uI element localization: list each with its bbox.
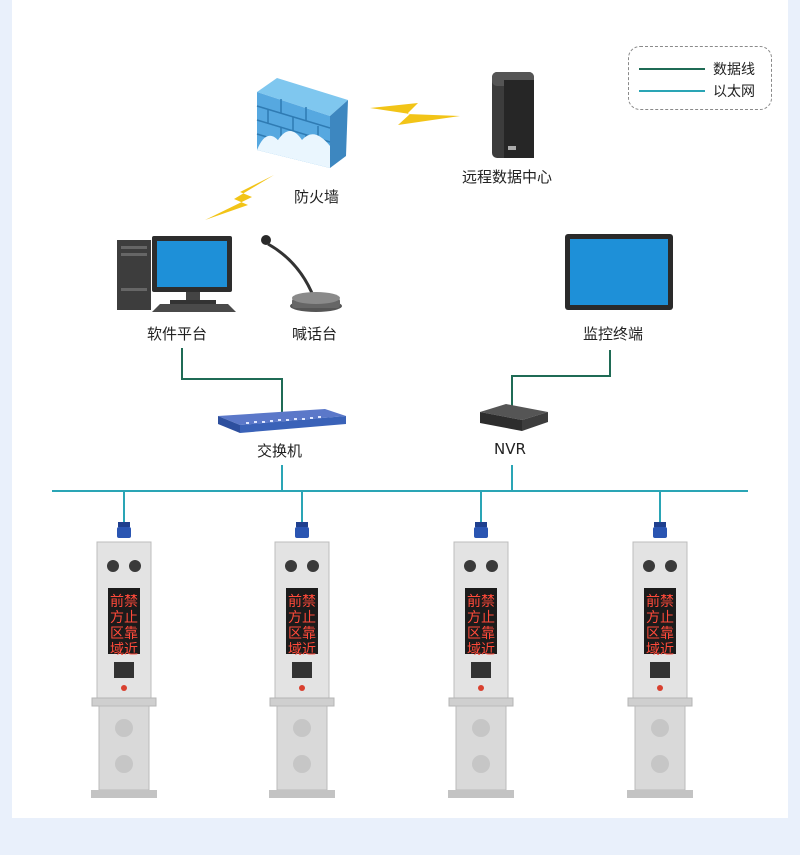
microphone-icon: [261, 235, 342, 312]
terminal-3-sign-line-3: 区靠: [467, 626, 495, 642]
ethernet-lines: [52, 465, 748, 524]
terminal-device-3: [448, 522, 514, 798]
computer-icon: [117, 236, 236, 312]
terminal-1-sign-line-3: 区靠: [110, 626, 138, 642]
terminal-devices: [91, 522, 693, 798]
switch-icon: [218, 409, 346, 433]
terminal-2-sign-line-4: 域近: [288, 642, 316, 658]
wireless-link-firewall-remote: [370, 103, 460, 125]
terminal-2-sign-line-2: 方止: [288, 610, 316, 626]
nvr-icon: [480, 404, 548, 431]
terminal-4-sign-line-4: 域近: [646, 642, 674, 658]
remote-center-label: 远程数据中心: [462, 168, 553, 186]
software-platform-label: 软件平台: [147, 325, 208, 343]
firewall-icon: [256, 78, 348, 168]
terminal-3-sign-line-2: 方止: [467, 610, 495, 626]
terminal-4-sign-line-2: 方止: [646, 610, 674, 626]
data-lines: [181, 348, 611, 420]
legend-label-data-line: 数据线: [713, 62, 755, 78]
terminal-1-sign-line-4: 域近: [110, 642, 138, 658]
switch-label: 交换机: [257, 442, 303, 460]
firewall-label: 防火墙: [294, 188, 340, 206]
terminal-3-sign-line-1: 前禁: [467, 593, 495, 610]
talkback-station-label: 喊话台: [292, 325, 338, 343]
server-icon: [492, 72, 534, 158]
wireless-link-platform-firewall: [205, 175, 274, 220]
monitor-icon: [565, 234, 673, 310]
nvr-label: NVR: [494, 440, 526, 458]
terminal-2-sign-line-1: 前禁: [288, 593, 316, 610]
terminal-sign-texts: 前禁 方止 区靠 域近 前禁 方止 区靠 域近 前禁 方止 区靠 域近 前禁 方…: [110, 593, 674, 658]
terminal-4-sign-line-3: 区靠: [646, 626, 674, 642]
monitor-terminal-label: 监控终端: [583, 325, 644, 343]
terminal-1-sign-line-1: 前禁: [110, 593, 138, 610]
terminal-device-2: [269, 522, 335, 798]
legend-swatch-data-line: [639, 68, 705, 70]
legend: 数据线 以太网: [628, 46, 772, 110]
terminal-4-sign-line-1: 前禁: [646, 593, 674, 610]
terminal-device-1: [91, 522, 157, 798]
terminal-1-sign-line-2: 方止: [110, 610, 138, 626]
terminal-3-sign-line-4: 域近: [467, 642, 495, 658]
terminal-2-sign-line-3: 区靠: [288, 626, 316, 642]
legend-swatch-ethernet: [639, 90, 705, 92]
terminal-device-4: [627, 522, 693, 798]
legend-label-ethernet: 以太网: [713, 84, 755, 100]
